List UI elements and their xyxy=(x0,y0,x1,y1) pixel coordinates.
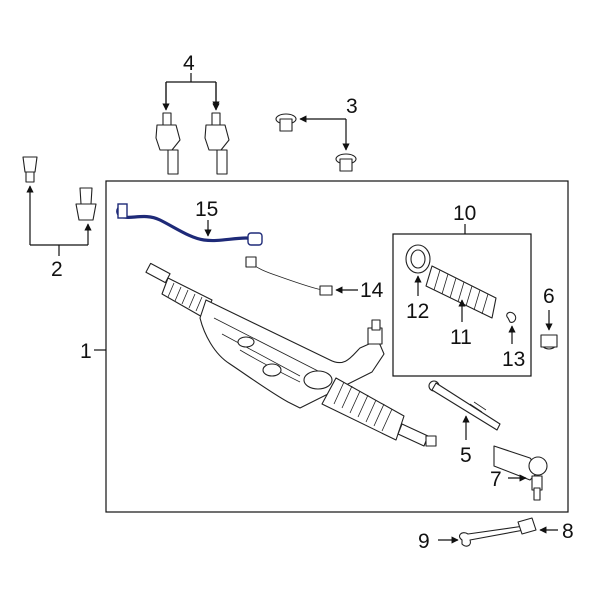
callout-2: 2 xyxy=(51,258,63,281)
part-2-bolt-top xyxy=(22,156,38,183)
rack-and-pinion-assembly xyxy=(145,262,437,447)
boot-kit-frame xyxy=(392,233,532,377)
part-6-bushing xyxy=(540,334,558,350)
callout-7: 7 xyxy=(490,468,502,491)
part-4-stud-left xyxy=(155,112,181,175)
part-12-ring xyxy=(405,244,431,274)
part-9-cotter-pin xyxy=(459,525,525,547)
callout-11: 11 xyxy=(450,326,472,349)
part-7-outer-tie-rod-end xyxy=(493,445,548,501)
assembly-frame xyxy=(105,180,569,513)
callout-8: 8 xyxy=(562,520,574,543)
part-8-nut xyxy=(517,517,537,535)
part-14-return-line xyxy=(245,256,333,296)
callout-5: 5 xyxy=(460,444,472,467)
callout-12: 12 xyxy=(406,300,429,323)
part-13-clamp xyxy=(506,311,517,323)
callout-3: 3 xyxy=(346,95,358,118)
part-11-boot xyxy=(425,265,497,319)
callout-4: 4 xyxy=(183,52,195,75)
leader-4 xyxy=(165,81,216,108)
callout-1: 1 xyxy=(80,340,92,363)
part-3-grommet-top xyxy=(275,113,297,132)
callout-15: 15 xyxy=(195,198,218,221)
part-15-pressure-line xyxy=(116,203,263,246)
callout-10: 10 xyxy=(453,202,476,225)
part-3-grommet-bottom xyxy=(335,153,357,172)
part-4-stud-right xyxy=(204,112,230,175)
callout-6: 6 xyxy=(543,285,555,308)
callout-13: 13 xyxy=(502,348,525,371)
part-5-inner-tie-rod xyxy=(428,380,501,431)
part-2-bolt-bottom xyxy=(75,187,97,221)
callout-9: 9 xyxy=(418,530,430,553)
callout-14: 14 xyxy=(360,279,384,302)
